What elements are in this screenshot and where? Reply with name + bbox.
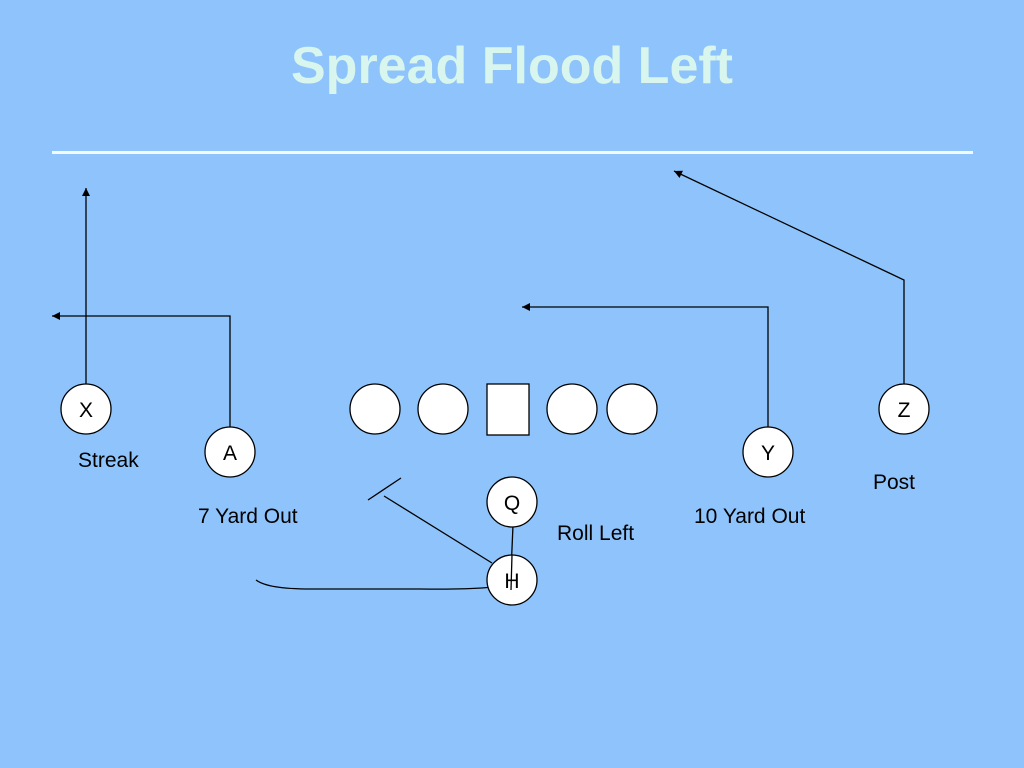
player-y [742, 426, 794, 478]
q-drop-path-overlay [510, 554, 513, 591]
player-a [204, 426, 256, 478]
title-underline [52, 151, 973, 154]
player-h-label: H [504, 570, 519, 593]
ten-yard-out-label: 10 Yard Out [694, 505, 806, 528]
seven-yard-out-label: 7 Yard Out [198, 505, 298, 528]
z-post-route [673, 170, 905, 393]
player-y-label: Y [761, 442, 775, 465]
h-block-path [383, 495, 493, 564]
post-label: Post [873, 471, 916, 494]
q-roll-left-path [255, 579, 510, 590]
streak-label: Streak [78, 449, 139, 472]
player-x [60, 383, 112, 435]
right-tackle [606, 383, 658, 435]
player-z [878, 383, 930, 435]
left-guard [417, 383, 469, 435]
player-q-label: Q [504, 492, 520, 515]
player-a-label: A [223, 442, 237, 465]
right-guard [546, 383, 598, 435]
player-h [486, 554, 538, 606]
slide-title: Spread Flood Left [291, 37, 733, 95]
a-out-route [52, 312, 231, 436]
player-z-label: Z [898, 399, 911, 422]
player-x-label: X [79, 399, 93, 422]
y-out-route [522, 303, 769, 436]
left-tackle [349, 383, 401, 435]
center [486, 383, 530, 436]
player-q [486, 476, 538, 528]
h-block-marker [367, 477, 402, 501]
roll-left-label: Roll Left [557, 522, 635, 545]
